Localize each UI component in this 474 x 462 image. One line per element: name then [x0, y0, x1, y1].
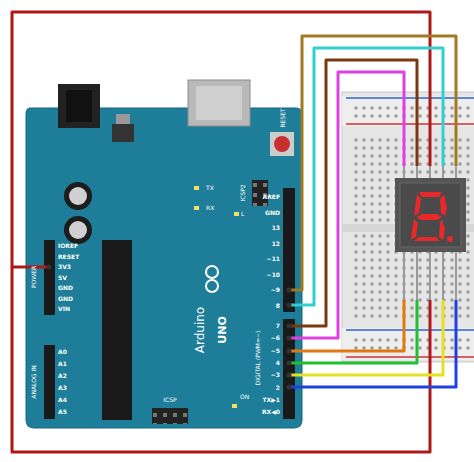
pin-label: TX▶1: [262, 397, 280, 403]
seven-segment-display: [395, 166, 466, 300]
pin-label: ~6: [271, 335, 280, 341]
pin-label: A1: [58, 361, 67, 367]
icsp-header: [152, 408, 188, 424]
pin-label: RESET: [58, 254, 79, 260]
pin-label: GND: [58, 285, 73, 291]
pin-label: 4: [276, 360, 280, 366]
pin-label: 7: [276, 323, 280, 329]
pin-label: A3: [58, 385, 67, 391]
analog-header: [44, 345, 55, 419]
arduino-board: [26, 80, 302, 428]
reset-button: [270, 132, 294, 156]
microcontroller-chip: [102, 240, 132, 420]
pin-label: 8: [276, 303, 280, 309]
pin-label: A0: [58, 349, 67, 355]
icsp-header: [252, 180, 268, 206]
digital-header: [283, 188, 295, 312]
header-label: POWER: [31, 266, 37, 288]
led-label: L: [241, 211, 244, 217]
pin-label: 13: [272, 225, 280, 231]
usb-connector: [188, 80, 250, 126]
voltage-regulator: [112, 124, 134, 142]
pin-label: ~5: [271, 348, 280, 354]
button-label: RESET: [280, 108, 286, 127]
pin-label: 2: [276, 385, 280, 391]
header-label: DIGITAL (PWM=~): [255, 331, 261, 386]
pin-label: A5: [58, 409, 67, 415]
led-label: ON: [240, 394, 249, 400]
capacitor: [64, 182, 92, 244]
header-label: ANALOG IN: [31, 365, 37, 398]
header-label: ICSP: [163, 397, 176, 403]
led-label: RX: [206, 205, 214, 211]
digital-header: [283, 319, 295, 419]
pin-label: A2: [58, 373, 67, 379]
breadboard: [342, 92, 474, 362]
pin-label: RX◀0: [262, 409, 280, 415]
wire-end: [47, 265, 292, 390]
board-name: Arduino: [194, 307, 206, 353]
pin-label: 3V3: [58, 264, 71, 270]
pin-label: ~9: [271, 287, 280, 293]
pin-label: 12: [272, 241, 280, 247]
pin-label: ~3: [271, 372, 280, 378]
header-label: ICSP2: [240, 184, 246, 201]
pin-label: IOREF: [58, 243, 78, 249]
led-label: TX: [206, 185, 214, 191]
power-jack: [58, 84, 100, 128]
pin-label: ~11: [267, 256, 280, 262]
arduino-logo: [206, 266, 218, 292]
jumper-wire: [12, 12, 456, 452]
pin-label: A4: [58, 397, 67, 403]
pin-label: AREF: [263, 194, 280, 200]
board-name: UNO: [217, 316, 228, 344]
pin-label: VIN: [58, 306, 70, 312]
power-header: [44, 240, 55, 315]
pin-label: GND: [265, 210, 280, 216]
pin-label: GND: [58, 296, 73, 302]
pin-label: 5V: [58, 275, 67, 281]
pin-label: ~10: [267, 272, 280, 278]
